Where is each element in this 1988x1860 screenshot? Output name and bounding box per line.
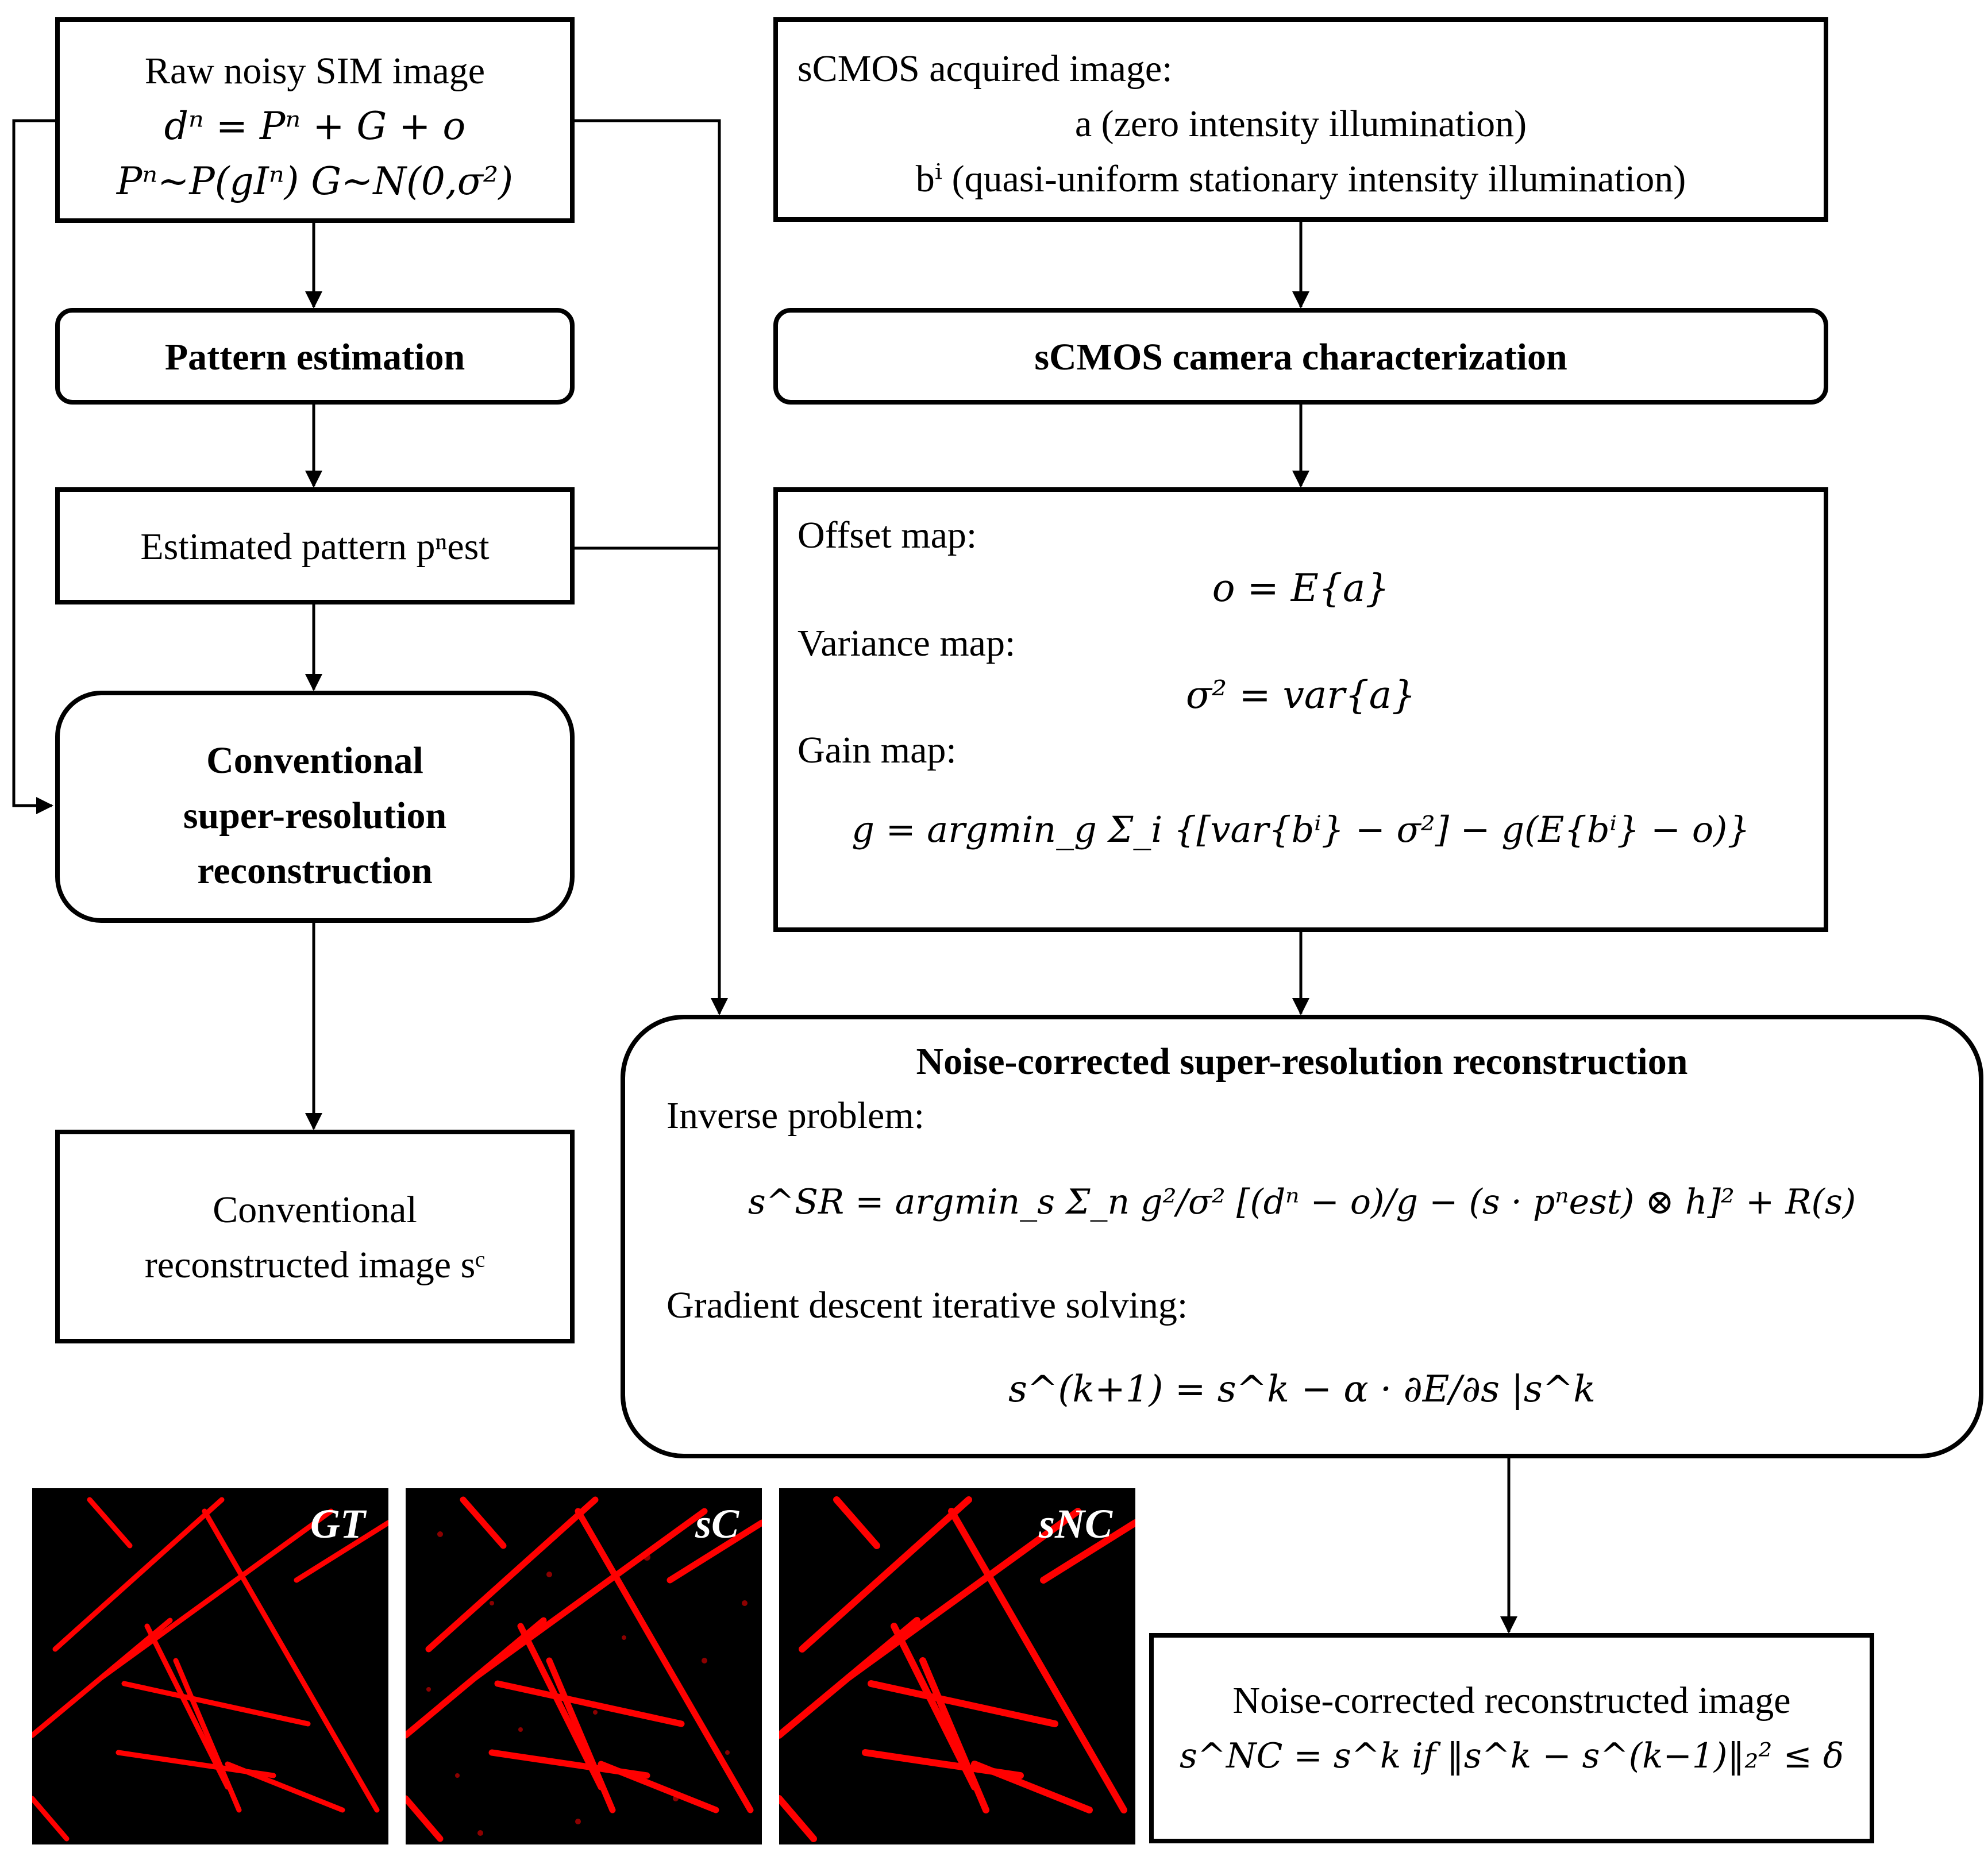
raw-box-equation-2: Pⁿ~P(gIⁿ) G~N(0,σ²) bbox=[116, 159, 514, 203]
thumbnail-conventional: sC bbox=[406, 1488, 762, 1844]
inverse-problem-label: Inverse problem: bbox=[666, 1095, 925, 1137]
acquired-line-b: bⁱ (quasi-uniform stationary intensity i… bbox=[915, 158, 1686, 200]
nc-recon-box: Noise-corrected super-resolution reconst… bbox=[621, 1015, 1983, 1458]
offset-map-label: Offset map: bbox=[797, 514, 977, 556]
nc-image-box: Noise-corrected reconstructed image s^NC… bbox=[1149, 1633, 1874, 1843]
thumbnail-label-conventional: sC bbox=[695, 1501, 739, 1547]
acquired-line-a: a (zero intensity illumination) bbox=[1074, 103, 1527, 145]
camera-characterization-box: sCMOS camera characterization bbox=[773, 308, 1828, 405]
arrow-raw-bypass bbox=[12, 119, 55, 814]
conventional-image-line-1: Conventional bbox=[213, 1189, 417, 1231]
thumbnail-label-noise-corrected: sNC bbox=[1038, 1501, 1112, 1547]
nc-image-line-2: s^NC = s^k if ‖s^k − s^(k−1)‖₂² ≤ δ bbox=[1179, 1736, 1844, 1776]
filament-image-conventional bbox=[406, 1496, 762, 1842]
gradient-descent-equation: s^(k+1) = s^k − α · ∂E/∂s |s^k bbox=[1008, 1368, 1596, 1411]
variance-map-equation: σ² = var{a} bbox=[1185, 673, 1416, 717]
gain-map-label: Gain map: bbox=[797, 729, 957, 771]
conventional-image-box: Conventional reconstructed image sᶜ bbox=[55, 1130, 575, 1343]
inverse-problem-equation: s^SR = argmin_s Σ_n g²/σ² [(dⁿ − o)/g − … bbox=[748, 1182, 1856, 1222]
camera-characterization-label: sCMOS camera characterization bbox=[1034, 336, 1567, 378]
acquired-image-box: sCMOS acquired image: a (zero intensity … bbox=[773, 17, 1828, 222]
conventional-recon-line-2: super-resolution bbox=[183, 795, 447, 837]
conventional-recon-line-1: Conventional bbox=[206, 740, 423, 781]
variance-map-label: Variance map: bbox=[797, 622, 1016, 664]
conventional-image-line-2: reconstructed image sᶜ bbox=[144, 1244, 486, 1286]
acquired-title: sCMOS acquired image: bbox=[797, 48, 1173, 90]
nc-recon-title: Noise-corrected super-resolution reconst… bbox=[916, 1041, 1688, 1083]
conventional-recon-box: Conventional super-resolution reconstruc… bbox=[55, 691, 575, 923]
raw-box-title: Raw noisy SIM image bbox=[144, 50, 486, 92]
arrow-raw-to-nc bbox=[572, 119, 728, 1015]
thumbnail-noise-corrected: sNC bbox=[779, 1488, 1135, 1844]
conventional-recon-line-3: reconstruction bbox=[197, 850, 433, 892]
estimated-pattern-box: Estimated pattern pⁿest bbox=[55, 487, 575, 604]
raw-box-equation-1: dⁿ = Pⁿ + G + o bbox=[164, 104, 466, 148]
offset-map-equation: o = E{a} bbox=[1212, 566, 1390, 610]
nc-image-line-1: Noise-corrected reconstructed image bbox=[1232, 1680, 1791, 1722]
raw-noisy-sim-box: Raw noisy SIM image dⁿ = Pⁿ + G + o Pⁿ~P… bbox=[55, 17, 575, 223]
filament-image-gt bbox=[32, 1497, 388, 1842]
thumbnail-label-gt: GT bbox=[310, 1501, 365, 1547]
thumbnail-ground-truth: GT bbox=[32, 1488, 388, 1844]
filament-image-noise-corrected bbox=[779, 1496, 1135, 1842]
maps-box: Offset map: o = E{a} Variance map: σ² = … bbox=[773, 487, 1828, 932]
pattern-estimation-label: Pattern estimation bbox=[164, 336, 465, 378]
pattern-estimation-box: Pattern estimation bbox=[55, 308, 575, 405]
estimated-pattern-label: Estimated pattern pⁿest bbox=[140, 526, 490, 568]
gradient-descent-label: Gradient descent iterative solving: bbox=[666, 1284, 1188, 1326]
gain-map-equation: g = argmin_g Σ_i {[var{bⁱ} − σ²] − g(E{b… bbox=[852, 808, 1750, 850]
